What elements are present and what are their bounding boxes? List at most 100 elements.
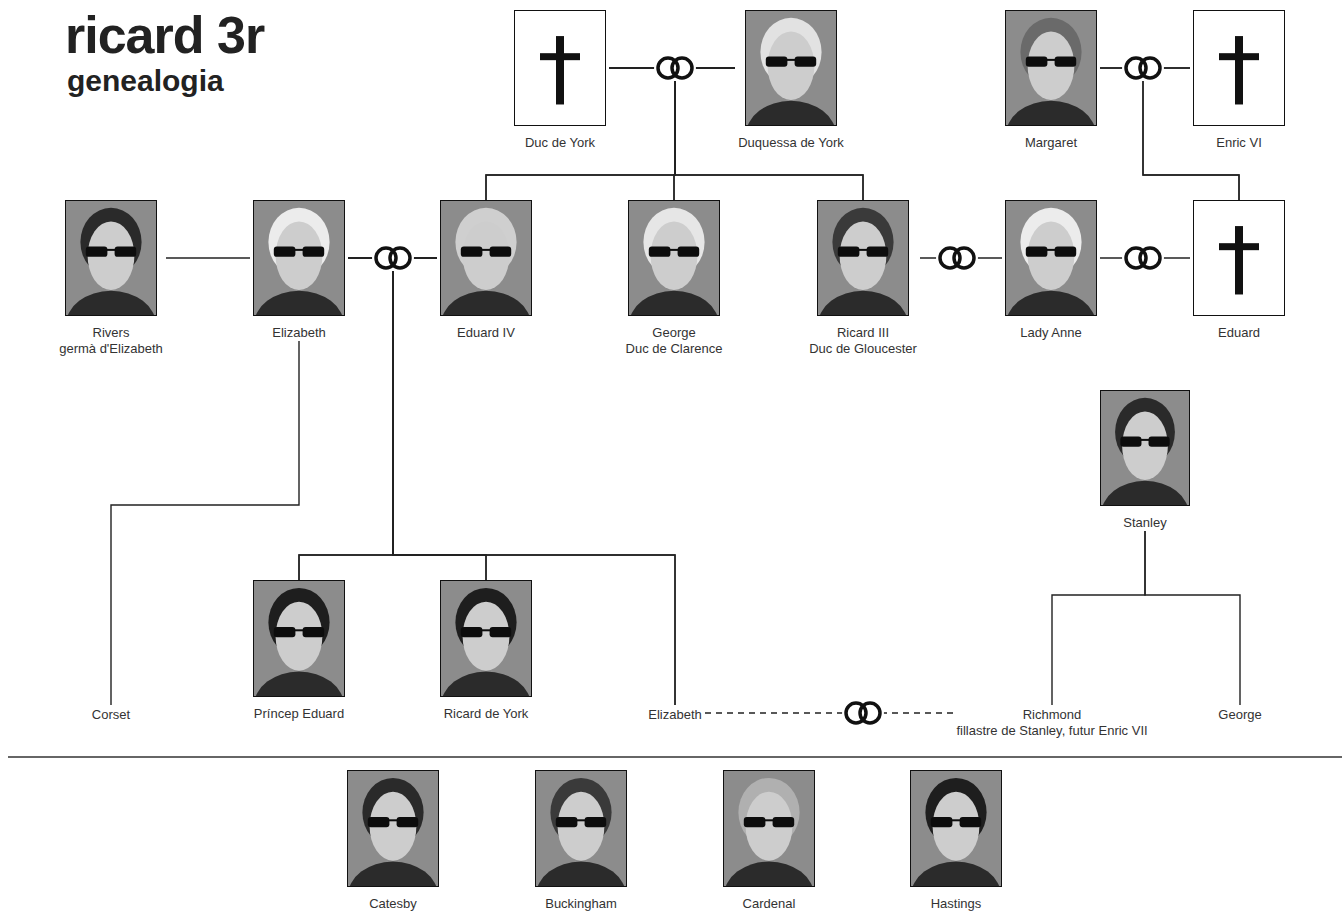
sunglasses (1120, 437, 1141, 447)
sunglasses (274, 627, 296, 637)
sunglasses (556, 817, 578, 827)
photo-frame (1005, 200, 1097, 316)
sunglasses (389, 819, 398, 821)
cross-bar (1219, 243, 1259, 250)
shoulders (348, 862, 438, 887)
photo-frame (347, 770, 439, 887)
family-line (1145, 531, 1240, 705)
portrait-photo (348, 771, 438, 886)
sunglasses (678, 247, 700, 257)
portrait-photo (441, 581, 531, 696)
photo-frame (910, 770, 1002, 887)
sunglasses (1047, 59, 1056, 61)
person-name: Eduard IV (437, 325, 535, 341)
person-node: Ricard IIIDuc de Gloucester (806, 200, 920, 357)
family-line (393, 258, 675, 705)
sunglasses (107, 249, 116, 251)
sunglasses (960, 817, 982, 827)
person-node: GeorgeDuc de Clarence (623, 200, 726, 357)
person-name: Elizabeth (645, 707, 705, 723)
sunglasses (115, 247, 137, 257)
sunglasses (867, 247, 889, 257)
sunglasses (1047, 249, 1056, 251)
sunglasses (952, 819, 961, 821)
family-line (674, 68, 735, 200)
person-name: Catesby (344, 896, 442, 912)
marriage-rings (372, 55, 1164, 726)
person-name: Enric VI (1190, 135, 1288, 151)
family-line (166, 257, 250, 258)
photo-frame (723, 770, 815, 887)
person-name: Elizabeth (250, 325, 348, 341)
shoulders (911, 862, 1001, 887)
sunglasses (577, 819, 586, 821)
photo-frame (535, 770, 627, 887)
photo-frame (817, 200, 909, 316)
sunglasses (1149, 437, 1170, 447)
person-node: Eduard (1190, 200, 1288, 341)
sunglasses (86, 247, 108, 257)
shoulders (254, 291, 344, 315)
portrait-photo (536, 771, 626, 886)
portrait-photo (724, 771, 814, 886)
family-line (609, 68, 675, 200)
person-role: Duc de Clarence (623, 341, 726, 357)
shoulders (746, 101, 836, 125)
death-cross (515, 11, 605, 125)
shoulders (724, 862, 814, 887)
photo-frame (65, 200, 157, 316)
shoulders (441, 291, 531, 315)
photo-frame (253, 580, 345, 697)
photo-frame (628, 200, 720, 316)
portrait-photo (441, 201, 531, 315)
portrait-photo (746, 11, 836, 125)
portrait-photo (1006, 201, 1096, 315)
person-node: Príncep Eduard (250, 580, 348, 722)
shoulders (441, 672, 531, 697)
person-name: Lady Anne (1002, 325, 1100, 341)
sunglasses (461, 627, 483, 637)
family-line (1052, 531, 1145, 705)
sunglasses (482, 629, 491, 631)
sunglasses (1055, 57, 1077, 67)
person-name: Príncep Eduard (250, 706, 348, 722)
person-node: Buckingham (532, 770, 630, 912)
person-name-node: George (1215, 705, 1265, 723)
sunglasses (795, 57, 817, 67)
sunglasses (490, 247, 512, 257)
shoulders (1006, 291, 1096, 315)
portrait-photo (254, 581, 344, 696)
sunglasses (295, 629, 304, 631)
diagram-title: ricard 3r (65, 8, 264, 62)
cross-frame (514, 10, 606, 126)
shoulders (254, 672, 344, 697)
photo-frame (1100, 390, 1190, 506)
person-name: Hastings (907, 896, 1005, 912)
person-node: Riversgermà d'Elizabeth (56, 200, 166, 357)
person-name: Stanley (1097, 515, 1193, 531)
portrait-photo (629, 201, 719, 315)
person-name: Buckingham (532, 896, 630, 912)
cross-bar (1219, 53, 1259, 60)
sunglasses (787, 59, 796, 61)
person-node: Eduard IV (437, 200, 535, 341)
cross-bar (556, 36, 564, 104)
cross-bar (540, 53, 580, 60)
shoulders (1101, 481, 1189, 505)
person-name: Ricard de York (437, 706, 535, 722)
subtitle-label: genealogia (67, 64, 224, 98)
photo-frame (745, 10, 837, 126)
person-role: fillastre de Stanley, futur Enric VII (953, 723, 1151, 739)
sunglasses (490, 627, 512, 637)
person-name: Corset (89, 707, 134, 723)
portrait-photo (818, 201, 908, 315)
cross-bar (1235, 226, 1243, 294)
future-marriage-line (705, 712, 953, 713)
shoulders (536, 862, 626, 887)
photo-frame (440, 580, 532, 697)
person-node: Duquessa de York (735, 10, 847, 151)
portrait-photo (254, 201, 344, 315)
divider-rule (8, 756, 1342, 758)
person-node: Catesby (344, 770, 442, 912)
